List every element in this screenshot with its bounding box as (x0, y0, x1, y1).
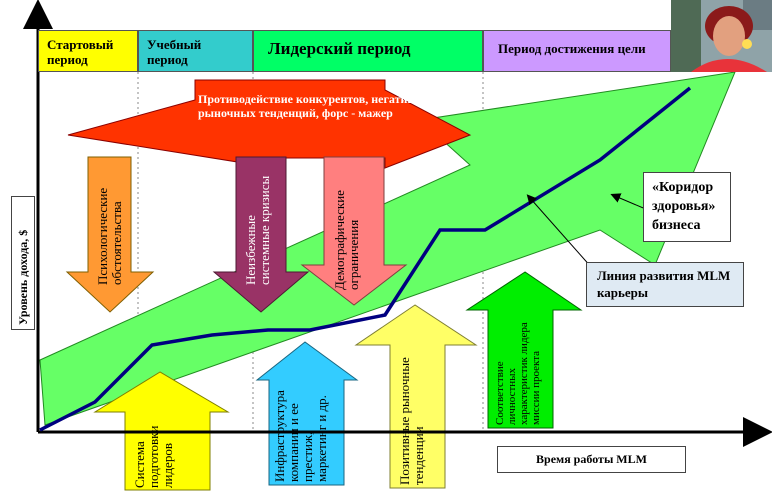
down-arrow-demographic-text: Демографические ограничения (332, 190, 361, 290)
down-arrow-crises (212, 156, 310, 313)
phase-start: Стартовый период (38, 30, 138, 72)
headline-arrow (67, 79, 472, 169)
up-arrow-market-trends-text: Позитивные рыночные тенденции (397, 357, 426, 485)
headline-arrow-text: Противодействие конкурентов, негативных … (198, 92, 437, 120)
down-arrow-psychological (65, 156, 155, 313)
career-line (39, 86, 692, 432)
up-arrow-market-trends (354, 304, 478, 489)
up-arrow-personal-fit-text: Соответствие личностных характеристик ли… (494, 322, 542, 425)
down-arrow-crises-text: Неизбежные системные кризисы (243, 175, 272, 285)
corridor-label: «Коридор здоровья» бизнеса (652, 180, 716, 233)
up-arrow-leaders-training-text: Система подготовки лидеров (132, 425, 175, 488)
corridor-label-box: «Коридор здоровья» бизнеса (643, 172, 731, 242)
presenter-photo (671, 0, 772, 72)
x-axis-label-box: Время работы MLM (497, 446, 686, 473)
up-arrow-personal-fit (465, 271, 583, 429)
corridor-pointer (610, 193, 649, 211)
career-line-label: Линия развития MLM карьеры (597, 268, 731, 300)
down-arrow-demographic (300, 156, 408, 306)
y-axis-label-box: Уровень дохода, $ (11, 196, 35, 330)
y-axis-label: Уровень дохода, $ (16, 229, 30, 325)
up-arrow-infrastructure-text: Инфраструктура компании и ее престиж, ма… (272, 390, 329, 482)
phase-leadership: Лидерский период (253, 30, 483, 72)
career-line-label-box: Линия развития MLM карьеры (586, 262, 744, 307)
phase-goal: Период достижения цели (483, 30, 671, 72)
x-axis-label: Время работы MLM (536, 452, 647, 466)
down-arrow-psychological-text: Психологические обстоятельства (95, 187, 124, 285)
up-arrow-infrastructure (255, 341, 359, 486)
phase-training: Учебный период (138, 30, 253, 72)
career-line-pointer (526, 194, 593, 269)
